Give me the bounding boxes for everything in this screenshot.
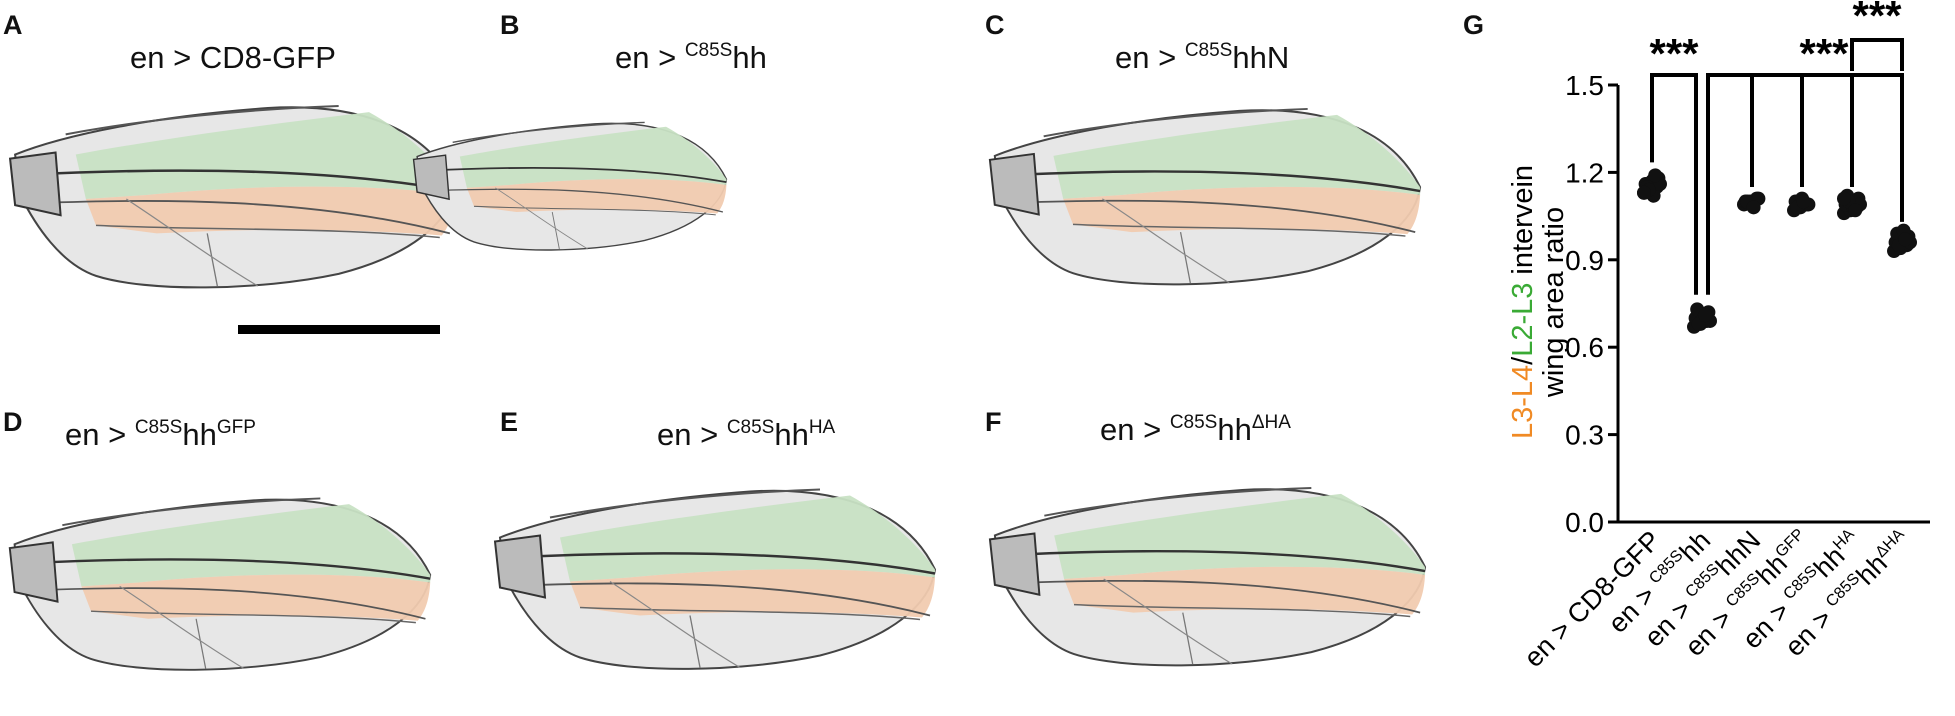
wing-image-c (988, 107, 1422, 286)
wing-image-a (8, 104, 457, 289)
panel-letter-c: C (985, 10, 1005, 40)
wing-image-f (988, 486, 1427, 667)
y-tick-label: 0.3 (1565, 420, 1604, 451)
panel-letter-d: D (3, 407, 23, 437)
panel-letter-g: G (1463, 10, 1485, 40)
data-point (1796, 194, 1811, 209)
data-point (1898, 232, 1913, 247)
y-tick-label: 0.9 (1565, 245, 1604, 276)
scale-bar (238, 325, 440, 334)
wing-title-d: en > C85ShhGFP (65, 417, 256, 452)
significance-label: *** (1649, 30, 1699, 77)
y-axis-label-line2: wing area ratio (1538, 207, 1570, 398)
significance-label: *** (1799, 30, 1849, 77)
data-point (1746, 200, 1761, 215)
wing-title-a: en > CD8-GFP (130, 40, 336, 75)
y-tick-label: 0.6 (1565, 332, 1604, 363)
wing-title-c: en > C85ShhN (1115, 40, 1290, 75)
panel-letter-e: E (500, 407, 519, 437)
y-tick-label: 0.0 (1565, 507, 1604, 538)
data-point (1837, 191, 1851, 206)
panel-letter-b: B (500, 10, 520, 40)
y-axis-label-line1: L3-L4/L2-L3 intervein (1507, 165, 1539, 439)
panel-letter-f: F (985, 407, 1002, 437)
data-point (1848, 203, 1863, 218)
data-point (1637, 185, 1651, 200)
wing-image-e (493, 488, 937, 671)
y-tick-label: 1.5 (1565, 70, 1604, 101)
significance-label: *** (1852, 0, 1902, 39)
y-tick-label: 1.2 (1565, 157, 1604, 188)
significance-bracket (1650, 73, 1698, 295)
data-point (1648, 168, 1663, 183)
significance-bracket (1850, 38, 1904, 71)
data-point (1698, 308, 1713, 323)
significance-bracket (1706, 73, 1904, 295)
wing-title-e: en > C85ShhHA (657, 417, 836, 452)
panel-letter-a: A (3, 10, 23, 40)
wing-title-f: en > C85ShhΔHA (1100, 412, 1291, 447)
wing-title-b: en > C85Shh (615, 40, 767, 75)
wing-image-b (412, 121, 728, 252)
wing-image-d (8, 497, 432, 672)
